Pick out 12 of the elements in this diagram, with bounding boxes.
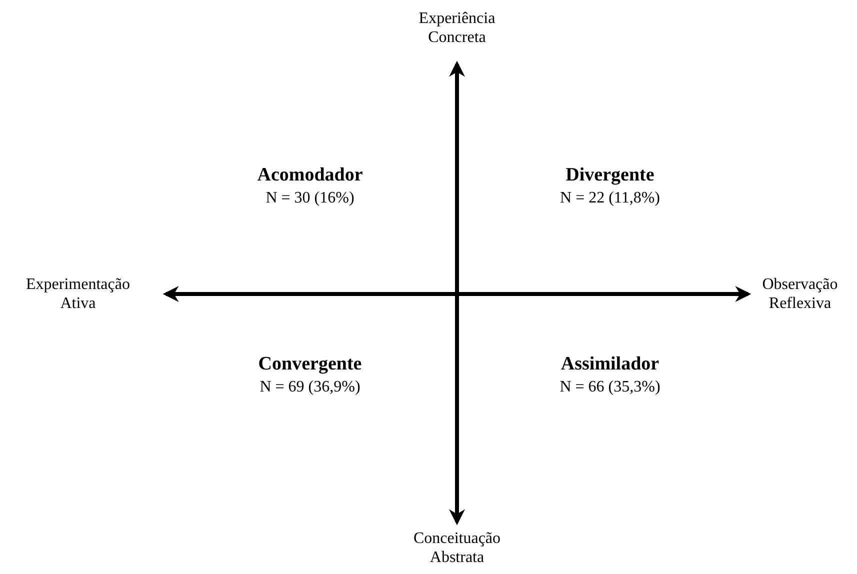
count-label: N = 22 (11,8%) <box>560 188 660 208</box>
quadrant-title: Assimilador <box>560 354 660 374</box>
axis-label: Observação Reflexiva <box>761 275 839 313</box>
axis-label: Experimentação Ativa <box>25 275 131 313</box>
quadrant-title: Acomodador <box>257 166 363 184</box>
axis-label: Experiência Concreta <box>418 9 496 47</box>
count-label: N = 69 (36,9%) <box>260 378 360 396</box>
axis-label: Conceituação Abstrata <box>412 529 502 567</box>
count-label: N = 66 (35,3%) <box>560 378 660 396</box>
quadrant-title: Divergente <box>566 166 654 184</box>
quadrant-title: Convergente <box>258 354 362 374</box>
count-label: N = 30 (16%) <box>266 188 354 208</box>
